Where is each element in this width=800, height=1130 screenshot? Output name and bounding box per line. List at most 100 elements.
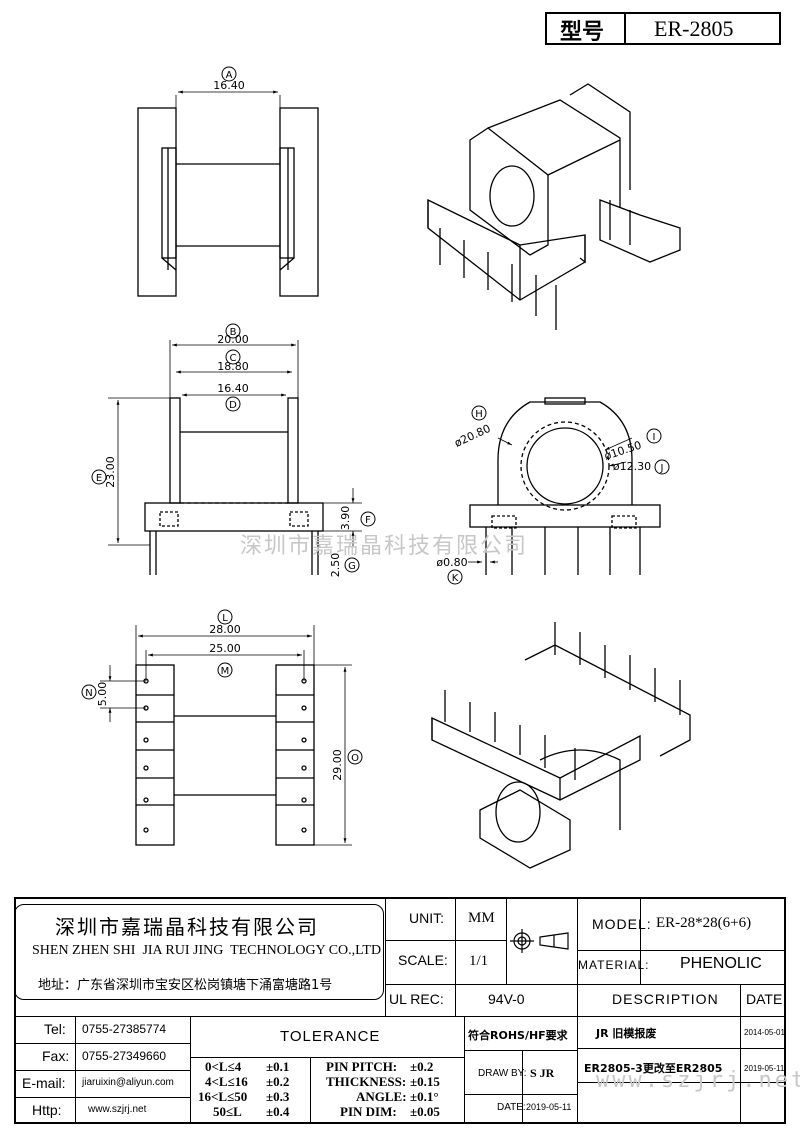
dim-g-value: 2.50 <box>329 553 342 578</box>
company-box <box>14 904 384 1000</box>
material-label: MATERIAL: <box>578 958 650 972</box>
divider-date-col <box>740 984 741 1124</box>
dim-c-letter: C <box>230 353 237 364</box>
description-row-1: JR 旧模报废 <box>596 1027 657 1040</box>
tel-label: Tel: <box>44 1021 66 1037</box>
dim-k-letter: K <box>452 573 459 584</box>
dim-l-letter: L <box>222 613 228 624</box>
dim-l-value: 28.00 <box>209 623 241 636</box>
company-name-en: SHEN ZHEN SHI JIA RUI JING TECHNOLOGY CO… <box>32 943 382 958</box>
tol-range-1: 0<L≤4 <box>205 1059 242 1074</box>
description-date-2: 2019-05-11 <box>744 1064 785 1073</box>
draw-by-label: DRAW BY: <box>478 1068 527 1079</box>
dim-n-letter: N <box>85 688 92 699</box>
description-date-1: 2014-05-01 <box>744 1028 785 1037</box>
material-value: PHENOLIC <box>680 955 762 972</box>
pin-pitch-tol: ±0.2 <box>410 1059 434 1074</box>
draw-by-value: S JR <box>530 1066 555 1080</box>
isometric-view-top <box>427 83 681 330</box>
tol-range-2: 4<L≤16 <box>205 1074 248 1089</box>
dim-a-letter: A <box>226 70 233 81</box>
dim-k-value: ø0.80 <box>436 556 467 569</box>
dim-f-value: 3.90 <box>339 506 352 531</box>
hline-ul <box>385 984 786 985</box>
http-value: www.szjrj.net <box>88 1104 147 1115</box>
dim-e-letter: E <box>96 473 102 484</box>
side-view <box>447 397 670 585</box>
tol-range-3: 16<L≤50 <box>198 1089 248 1104</box>
hline-desc-1 <box>577 1048 786 1049</box>
dim-j-letter: J <box>660 463 664 474</box>
dim-e-value: 23.00 <box>104 456 117 488</box>
company-address: 地址：广东省深圳市宝安区松岗镇塘下涌富塘路1号 <box>38 978 333 993</box>
date-label: DATE: <box>497 1102 526 1113</box>
tol-range-4: 50≤L <box>213 1104 242 1119</box>
description-header: DESCRIPTION <box>612 991 719 1007</box>
angle-tol: ±0.1° <box>410 1089 439 1104</box>
divider-tolerance-mid <box>310 1057 311 1124</box>
model-header-box <box>545 12 781 45</box>
date-header: DATE <box>746 991 783 1007</box>
dim-h-letter: H <box>475 409 483 420</box>
tol-value-3: ±0.3 <box>266 1089 290 1104</box>
hline-model <box>577 950 786 951</box>
scale-value: 1/1 <box>469 953 489 969</box>
compliance-note: 符合ROHS/HF要求 <box>468 1029 568 1042</box>
dim-n-value: 5.00 <box>96 682 109 707</box>
model-value: ER-28*28(6+6) <box>656 915 752 931</box>
dim-c-value: 18.80 <box>217 360 249 373</box>
model-label-cn: 型号 <box>560 20 605 45</box>
pin-dim-tol: ±0.05 <box>410 1104 440 1119</box>
company-watermark: 深圳市嘉瑞晶科技有限公司 <box>240 534 529 559</box>
dim-o-letter: O <box>351 753 359 764</box>
dim-j-value: ø12.30 <box>613 460 651 473</box>
dim-h-value: ø20.80 <box>452 422 492 450</box>
model-label: MODEL: <box>592 916 652 932</box>
dim-o-value: 29.00 <box>331 749 344 781</box>
pin-dim-label: PIN DIM: <box>340 1104 397 1119</box>
http-label: Http: <box>32 1102 62 1118</box>
hline-contacts-top <box>14 1016 577 1017</box>
divider-tolerance-right <box>464 1016 465 1124</box>
dim-m-value: 25.00 <box>209 642 241 655</box>
pin-pitch-label: PIN PITCH: <box>326 1059 398 1074</box>
dim-m-letter: M <box>221 666 230 677</box>
email-value: jiaruixin@aliyun.com <box>82 1077 174 1088</box>
fax-value: 0755-27349660 <box>82 1049 167 1063</box>
date-value: 2019-05-11 <box>526 1102 572 1112</box>
unit-value: MM <box>468 910 495 926</box>
description-row-2: ER2805-3更改至ER2805 <box>584 1062 723 1075</box>
tol-value-1: ±0.1 <box>266 1059 290 1074</box>
hline-drawby <box>464 1094 577 1095</box>
dim-b-letter: B <box>230 327 237 338</box>
divider-unit <box>455 898 456 1016</box>
hline-compliance <box>464 1050 577 1051</box>
dim-g-letter: G <box>348 561 356 572</box>
technical-drawing: A 16.40 B 20.00 C 18.80 16.40 D E 23.00 … <box>81 66 691 869</box>
dim-f-letter: F <box>365 515 371 526</box>
divider-model-value <box>640 898 641 984</box>
title-block <box>14 897 786 1124</box>
model-header-divider <box>624 13 626 44</box>
thickness-tol: ±0.15 <box>410 1074 440 1089</box>
hline-desc-header <box>577 1016 786 1017</box>
thickness-label: THICKNESS: <box>326 1074 407 1089</box>
email-label: E-mail: <box>22 1075 66 1091</box>
angle-label: ANGLE: <box>356 1089 407 1104</box>
top-view <box>137 66 319 297</box>
model-number: ER-2805 <box>654 16 734 41</box>
tol-value-4: ±0.4 <box>266 1104 290 1119</box>
dim-d-letter: D <box>229 400 237 411</box>
dim-a-value: 16.40 <box>213 79 245 92</box>
tel-value: 0755-27385774 <box>82 1022 167 1036</box>
fax-label: Fax: <box>42 1048 70 1064</box>
bottom-view <box>81 609 363 846</box>
tol-value-2: ±0.2 <box>266 1074 290 1089</box>
divider-drawby <box>522 1050 523 1124</box>
divider-symbol <box>506 898 507 984</box>
scale-label: SCALE: <box>398 952 448 968</box>
hline-mid-left <box>385 940 507 941</box>
hline-contact-1 <box>14 1043 190 1044</box>
front-view <box>91 323 376 575</box>
tolerance-title: TOLERANCE <box>280 1028 381 1045</box>
